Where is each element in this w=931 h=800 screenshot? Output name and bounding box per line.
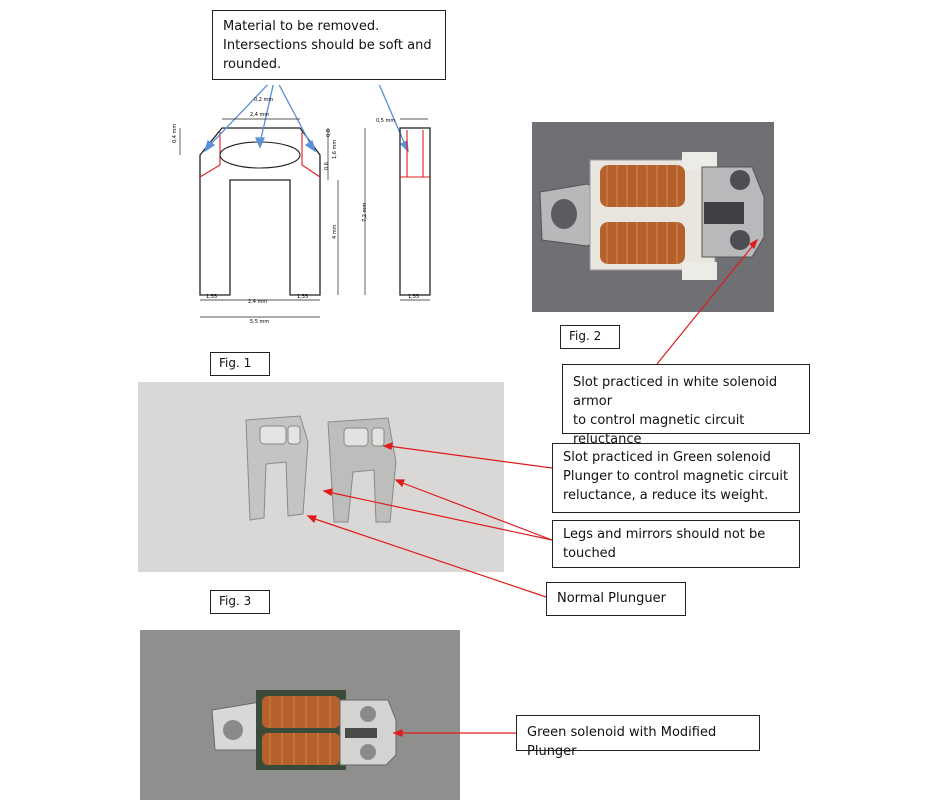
fig3-photo <box>138 382 504 572</box>
modified-plunger-callout: Green solenoid with Modified Plunger <box>516 715 760 759</box>
dim-2-4-top: 2,4 mm <box>250 112 269 118</box>
legs-line1: Legs and mirrors should not be <box>563 527 766 542</box>
dim-0-4: 0,4 mm <box>172 124 178 143</box>
dim-1-55-right: 1,55 <box>297 294 308 300</box>
white-slot-line1: Slot practiced in white solenoid armor <box>573 375 778 409</box>
legs-callout: Legs and mirrors should not be touched <box>552 520 800 568</box>
material-removed-line3: rounded. <box>223 57 282 72</box>
fig2-photo <box>532 122 774 312</box>
dim-1-55-side: 1,55 <box>408 294 419 300</box>
dim-1-6: 1,6 mm <box>332 140 338 159</box>
dim-4: 4 mm <box>332 224 338 239</box>
normal-plunger-callout: Normal Plunguer <box>546 582 686 616</box>
green-slot-line3: reluctance, a reduce its weight. <box>563 488 769 503</box>
dim-5-5: 5,5 mm <box>250 319 269 325</box>
fig1-drawing: 0,2 mm 2,4 mm 0,4 mm 0,8 0,6 1,6 mm 4 mm… <box>172 85 431 325</box>
fig2-label: Fig. 2 <box>560 325 620 349</box>
green-slot-line1: Slot practiced in Green solenoid <box>563 450 771 465</box>
material-remove-left <box>199 132 221 178</box>
white-slot-callout: Slot practiced in white solenoid armor t… <box>562 364 810 447</box>
dim-7-2: 7,2 mm <box>362 203 368 222</box>
dim-0-5: 0,5 mm <box>376 118 395 124</box>
green-slot-callout: Slot practiced in Green solenoid Plunger… <box>552 443 800 513</box>
fig3-label: Fig. 3 <box>210 590 270 614</box>
material-removed-line2: Intersections should be soft and <box>223 38 432 53</box>
legs-line2: touched <box>563 546 616 561</box>
material-remove-right <box>301 132 321 178</box>
plunger-side-outline <box>399 127 431 296</box>
dim-2-4-bottom: 2,4 mm <box>248 299 267 305</box>
modified-plunger-label: Green solenoid with Modified Plunger <box>527 725 717 759</box>
dim-0-2: 0,2 mm <box>254 97 273 103</box>
material-removed-callout: Material to be removed. Intersections sh… <box>212 10 446 80</box>
dim-0-8: 0,8 <box>326 129 332 137</box>
dim-0-6: 0,6 <box>324 162 330 170</box>
green-slot-line2: Plunger to control magnetic circuit <box>563 469 789 484</box>
dim-1-55-left: 1,55 <box>206 294 217 300</box>
green-solenoid-photo <box>140 630 460 800</box>
plunger-front-outline <box>199 127 321 296</box>
fig1-label: Fig. 1 <box>210 352 270 376</box>
normal-plunger-label: Normal Plunguer <box>557 591 666 606</box>
blue-arrows <box>203 85 409 153</box>
material-removed-line1: Material to be removed. <box>223 19 380 34</box>
